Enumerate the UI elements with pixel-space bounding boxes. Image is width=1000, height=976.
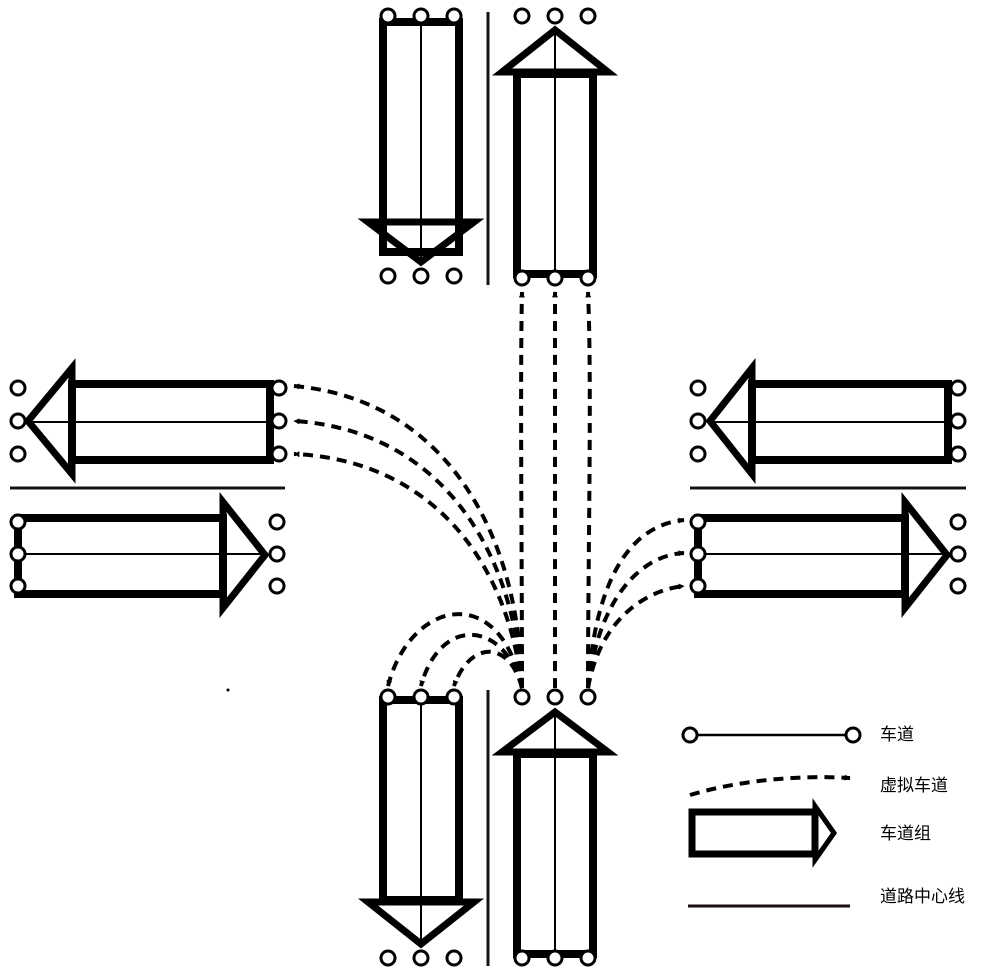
legend-symbols (683, 728, 860, 906)
legend-label-road-centerline: 道路中心线 (880, 887, 965, 907)
lane-group-south-southbound (368, 690, 474, 965)
legend-virtual-lane-symbol (690, 777, 850, 795)
lane-group-north-southbound (368, 9, 474, 283)
legend-lane-group-symbol (692, 806, 834, 860)
stray-dot (227, 689, 230, 692)
legend-label-lane-group: 车道组 (880, 824, 931, 844)
virtual-lane-through-3 (588, 292, 590, 688)
virtual-lane-left-1 (294, 386, 522, 688)
virtual-lane-through-1 (521, 292, 522, 688)
virtual-lanes (294, 292, 684, 688)
legend-lane-symbol (683, 728, 860, 742)
virtual-lane-right-2 (588, 553, 684, 688)
virtual-lane-right-1 (588, 520, 684, 688)
lane-group-east-westbound (691, 368, 965, 474)
lane-group-west-westbound (11, 368, 286, 474)
virtual-lane-uturn-3 (454, 652, 522, 688)
virtual-lane-uturn-2 (421, 635, 522, 688)
lane-group-north-northbound (502, 9, 608, 285)
lane-group-east-eastbound (691, 502, 965, 608)
virtual-lane-left-2 (294, 421, 522, 688)
lane-group-west-eastbound (11, 502, 284, 608)
lane-group-south-northbound (502, 690, 608, 965)
legend-label-virtual-lane: 虚拟车道 (880, 776, 948, 796)
lane-group-body (698, 518, 905, 594)
legend-label-lane: 车道 (880, 725, 914, 745)
lane-group-body (18, 518, 223, 594)
